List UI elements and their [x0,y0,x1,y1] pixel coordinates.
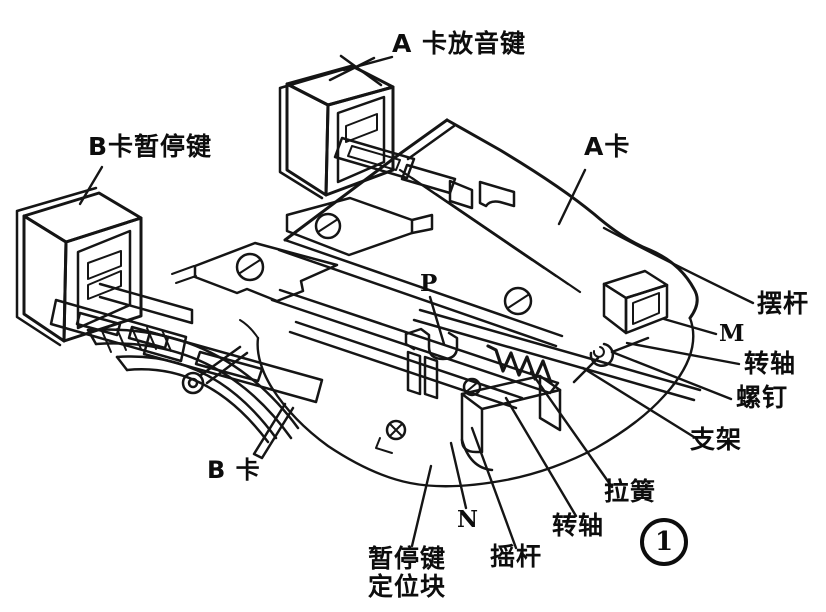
label-pendulum-rod: 摆杆 [757,289,810,318]
label-screw: 螺钉 [736,383,789,412]
label-bracket: 支架 [690,425,743,454]
leader-a-play-key [342,55,394,72]
sector-arm-drawing [86,327,300,460]
leader-shaft-lower [504,396,578,518]
label-pause-key-block-line1: 暂停键 [368,544,447,573]
a-card-plate-drawing [277,118,699,348]
label-shaft-upper: 转轴 [744,349,797,378]
torn-edge-boundary [239,316,695,488]
leader-screw [610,350,733,401]
leader-pause-block [410,464,433,548]
leader-m [662,317,718,336]
leader-n [449,441,468,510]
plate-hatching [398,168,582,294]
spiral-spring [589,342,615,368]
leader-rocker [470,426,518,550]
label-tension-spring: 拉簧 [604,477,657,506]
leader-a-card [557,168,587,226]
anchor-screw [385,419,407,441]
a-play-button-drawing [278,54,516,210]
leader-lines [78,55,755,550]
b-card-rod [252,402,295,460]
coil-spring [486,344,553,385]
label-pause-key-block: 暂停键 定位块 [368,545,446,601]
label-b-card: B 卡 [207,456,261,484]
leader-b-pause-key [78,165,104,206]
figure-number-badge: 1 [640,518,688,566]
center-mechanism-drawing [375,269,669,472]
p-hook [404,327,459,361]
leader-tension-spring [529,370,614,489]
b-slider-ladder-drawing [49,298,324,404]
sector-hatching [101,327,172,353]
middle-plate-drawing [171,241,339,303]
a-bracket-plate-drawing [285,196,434,257]
label-p-marker: P [420,270,439,297]
label-m-marker: M [719,320,746,347]
label-pause-key-block-line2: 定位块 [368,572,447,601]
leader-shaft-upper [625,341,741,366]
label-n-marker: N [457,506,480,533]
leader-pendulum-rod [602,226,755,305]
label-rocker: 摇杆 [490,542,543,571]
rails-drawing [270,288,702,410]
leader-bracket [581,366,696,439]
b-pause-button-drawing [15,186,194,347]
figure-number: 1 [654,527,674,557]
leader-p [428,295,446,346]
label-a-card: A卡 [584,132,631,161]
label-b-pause-key: B卡暂停键 [88,132,213,161]
label-a-play-key: A 卡放音键 [392,29,527,58]
label-shaft-lower: 转轴 [552,511,605,540]
